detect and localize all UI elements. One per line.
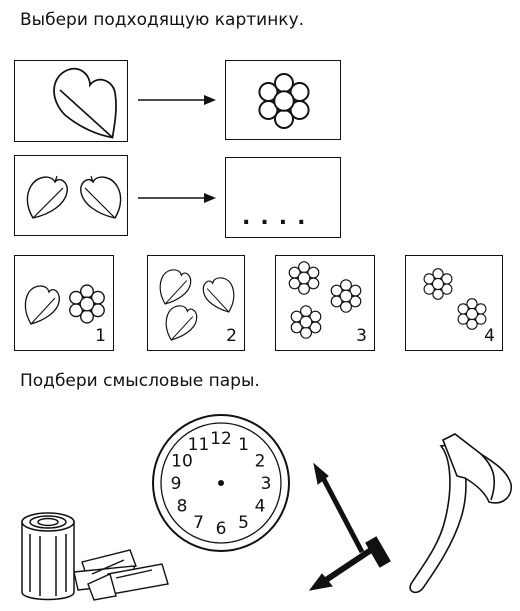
example-flower-box bbox=[225, 60, 341, 140]
clock-numeral: 12 bbox=[210, 429, 232, 449]
clock-numeral: 7 bbox=[193, 513, 204, 533]
option-box-1[interactable]: 1 bbox=[14, 255, 114, 351]
firewood-icon[interactable] bbox=[12, 500, 172, 605]
flower-icon bbox=[258, 73, 310, 129]
clock-numeral: 2 bbox=[255, 452, 266, 472]
clock-numeral: 8 bbox=[177, 497, 188, 517]
option-box-4[interactable]: 4 bbox=[405, 255, 503, 351]
clock-numeral: 1 bbox=[238, 435, 249, 455]
clock-numeral: 6 bbox=[216, 519, 227, 539]
three-leaves-icon bbox=[159, 269, 235, 341]
clock-numeral: 10 bbox=[171, 452, 193, 472]
task1-title: Выбери подходящую картинку. bbox=[20, 10, 305, 30]
clock-hands-icon[interactable] bbox=[308, 462, 398, 592]
axe-icon[interactable] bbox=[395, 428, 515, 598]
clock-numeral: 5 bbox=[238, 513, 249, 533]
clock-numeral: 9 bbox=[171, 474, 182, 494]
option-box-3[interactable]: 3 bbox=[275, 255, 375, 351]
question-leaves-box bbox=[14, 155, 128, 236]
option-number-3: 3 bbox=[356, 326, 367, 346]
two-leaves-icon bbox=[26, 175, 122, 219]
arrow-right-icon bbox=[138, 95, 216, 105]
leaf-icon bbox=[53, 67, 117, 139]
missing-placeholder: .... bbox=[242, 205, 316, 230]
option-box-2[interactable]: 2 bbox=[147, 255, 245, 351]
answer-placeholder-box: .... bbox=[225, 157, 341, 238]
arrow-right-icon bbox=[138, 193, 216, 203]
option-number-4: 4 bbox=[484, 326, 495, 346]
option-number-1: 1 bbox=[95, 326, 106, 346]
clock-numeral: 3 bbox=[261, 474, 272, 494]
example-leaf-box bbox=[14, 60, 128, 142]
task2-title: Подбери смысловые пары. bbox=[20, 371, 260, 391]
leaf-and-flower-icon bbox=[24, 284, 105, 325]
clock-numeral: 4 bbox=[255, 497, 266, 517]
option-number-2: 2 bbox=[226, 326, 237, 346]
clock-numeral: 11 bbox=[188, 435, 210, 455]
